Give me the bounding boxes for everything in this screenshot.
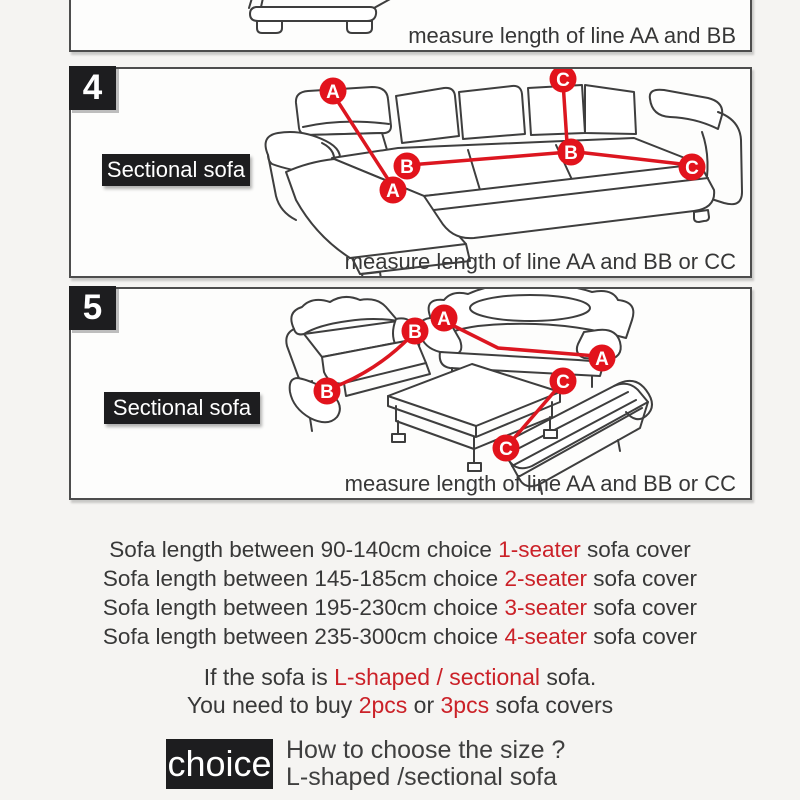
size-guide-text: Sofa length between 90-140cm choice 1-se… — [0, 535, 800, 651]
step5-sofa-set-diagram: A A B B C C — [285, 289, 653, 495]
size-row-text: Sofa length between 195-230cm choice — [102, 595, 505, 620]
svg-text:B: B — [408, 322, 422, 343]
sectional-note-text: If the sofa is L-shaped / sectional sofa… — [0, 663, 800, 719]
note-line-2: You need to buy 2pcs or 3pcs sofa covers — [0, 691, 800, 719]
size-guide-row-2: Sofa length between 145-185cm choice 2-s… — [0, 564, 800, 593]
note-line-1: If the sofa is L-shaped / sectional sofa… — [0, 663, 800, 691]
step4-sofa-type-label: Sectional sofa — [102, 154, 250, 186]
step4-marker-C2: C — [678, 153, 706, 181]
step4-sectional-sofa-diagram: A A B B C C — [264, 69, 743, 276]
size-row-text: sofa cover — [587, 624, 698, 649]
step5-marker-B1: B — [401, 317, 429, 345]
step4-marker-C1: C — [549, 69, 577, 93]
note-text: If the sofa is — [203, 664, 335, 690]
size-row-text: sofa cover — [587, 595, 698, 620]
choice-badge: choice — [166, 739, 273, 789]
step5-marker-A2: A — [588, 344, 616, 372]
step4-marker-B2: B — [557, 138, 585, 166]
size-row-text: sofa cover — [587, 566, 698, 591]
intro-measure-caption: measure length of line AA and BB — [408, 23, 736, 48]
svg-text:C: C — [685, 158, 699, 179]
note-text: sofa. — [540, 664, 597, 690]
step5-marker-B2: B — [313, 377, 341, 405]
step4-measure-caption: measure length of line AA and BB or CC — [344, 249, 736, 274]
step5-marker-C2: C — [492, 434, 520, 462]
step5-sofa-type-label: Sectional sofa — [104, 392, 260, 424]
step5-marker-C1: C — [549, 367, 577, 395]
footer-line-1: How to choose the size ? — [286, 736, 566, 764]
step4-marker-A1: A — [319, 77, 347, 105]
svg-text:A: A — [595, 349, 609, 370]
step4-marker-B1: B — [393, 152, 421, 180]
note-text: sofa covers — [489, 692, 614, 718]
svg-text:A: A — [386, 181, 400, 202]
size-row-text: Sofa length between 235-300cm choice — [102, 624, 505, 649]
size-row-highlight: 2-seater — [504, 566, 587, 591]
note-text: You need to buy — [186, 692, 359, 718]
size-guide-row-1: Sofa length between 90-140cm choice 1-se… — [0, 535, 800, 564]
svg-text:B: B — [400, 157, 414, 178]
footer-line-2: L-shaped /sectional sofa — [286, 763, 558, 791]
size-row-text: sofa cover — [580, 537, 691, 562]
svg-text:C: C — [556, 372, 570, 393]
step4-number-badge: 4 — [69, 66, 116, 110]
size-row-highlight: 1-seater — [498, 537, 581, 562]
size-row-text: Sofa length between 145-185cm choice — [102, 566, 505, 591]
svg-text:B: B — [564, 143, 578, 164]
intro-panel: measure length of line AA and BB — [69, 0, 752, 52]
svg-text:A: A — [326, 82, 340, 103]
size-row-highlight: 4-seater — [504, 624, 587, 649]
size-row-text: Sofa length between 90-140cm choice — [109, 537, 499, 562]
step5-number-badge: 5 — [69, 286, 116, 330]
footer-question-text: How to choose the size ? L-shaped /secti… — [286, 737, 565, 791]
note-highlight: L-shaped / sectional — [334, 664, 540, 690]
note-text: or — [407, 692, 441, 718]
size-guide-row-4: Sofa length between 235-300cm choice 4-s… — [0, 622, 800, 651]
svg-text:C: C — [499, 439, 513, 460]
size-guide-row-3: Sofa length between 195-230cm choice 3-s… — [0, 593, 800, 622]
svg-text:A: A — [437, 309, 451, 330]
note-highlight: 3pcs — [440, 692, 490, 718]
size-row-highlight: 3-seater — [504, 595, 587, 620]
step4-marker-A2: A — [379, 176, 407, 204]
step5-marker-A1: A — [430, 304, 458, 332]
note-highlight: 2pcs — [358, 692, 408, 718]
svg-text:B: B — [320, 382, 334, 403]
svg-text:C: C — [556, 70, 570, 91]
sofa-bottom-fragment-diagram — [248, 0, 391, 34]
